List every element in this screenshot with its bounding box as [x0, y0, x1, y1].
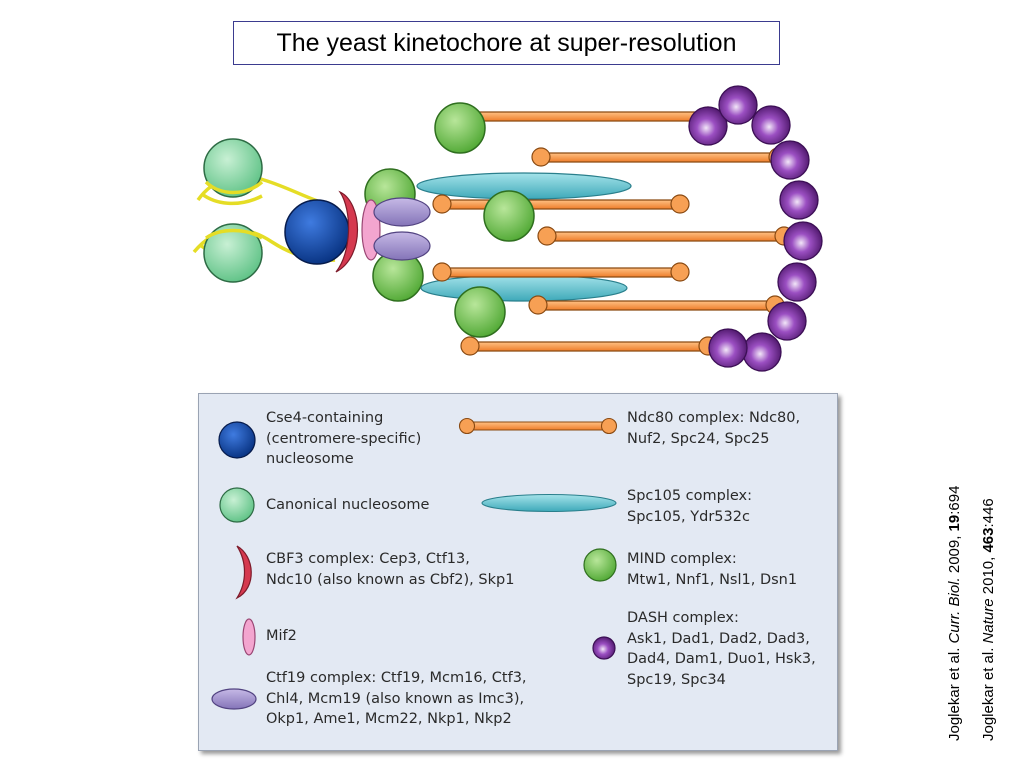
page-title: The yeast kinetochore at super-resolutio…: [233, 21, 780, 65]
spc105-legend-icon: [481, 493, 617, 513]
cse4-legend-icon: [218, 421, 256, 459]
cse4-nucleosome: [284, 199, 350, 265]
spc105-complex: [420, 274, 628, 302]
ctf19-complex: [373, 197, 431, 227]
ndc80-complex: [459, 106, 718, 126]
dash-complex: [767, 301, 807, 341]
ndc80-legend-label: Ndc80 complex: Ndc80, Nuf2, Spc24, Spc25: [627, 410, 801, 447]
canonical-legend-icon: [219, 487, 255, 523]
cbf3-complex: [335, 190, 358, 273]
cbf3-legend-icon: [235, 545, 252, 600]
title-text: The yeast kinetochore at super-resolutio…: [276, 28, 737, 57]
citation-2009: Joglekar et al. Curr. Biol. 2009, 19:694: [946, 485, 963, 741]
dash-complex: [688, 106, 728, 146]
canonical-nucleosome: [203, 223, 263, 283]
dash-complex: [751, 105, 791, 145]
mind-complex: [434, 102, 486, 154]
ctf19-complex: [373, 231, 431, 261]
dash-ring: [688, 85, 823, 372]
dash-legend-label: DASH complex: Ask1, Dad1, Dad2, Dad3, Da…: [627, 610, 816, 688]
cbf3-legend-label: CBF3 complex: Cep3, Ctf13, Ndc10 (also k…: [266, 551, 515, 588]
dash-complex: [718, 85, 758, 125]
mind-complex: [483, 190, 535, 242]
dash-complex: [708, 328, 748, 368]
dash-complex: [783, 221, 823, 261]
mif2-legend-icon: [242, 618, 256, 656]
mind-legend-label: MIND complex: Mtw1, Nnf1, Nsl1, Dsn1: [627, 551, 798, 588]
mif2-legend-label: Mif2: [266, 628, 297, 644]
mind-complex: [454, 286, 506, 338]
canonical-nucleosome: [203, 138, 263, 198]
ndc80-complex: [537, 226, 794, 246]
ctf19-legend-icon: [211, 688, 257, 710]
dash-complex: [770, 140, 810, 180]
spc105-legend-label: Spc105 complex: Spc105, Ydr532c: [627, 488, 752, 525]
ctf19-legend-label: Ctf19 complex: Ctf19, Mcm16, Ctf3, Chl4,…: [266, 670, 527, 727]
ndc80-legend-icon: [458, 417, 618, 435]
dash-complex: [777, 262, 817, 302]
ndc80-complex: [432, 262, 690, 282]
dash-complex: [742, 332, 782, 372]
dash-complex: [779, 180, 819, 220]
citation-2010: Joglekar et al. Nature 2010, 463:446: [980, 498, 997, 741]
cse4-legend-label: Cse4-containing (centromere-specific) nu…: [266, 410, 422, 467]
ndc80-complex: [460, 336, 718, 356]
dash-legend-icon: [592, 636, 616, 660]
mind-legend-icon: [583, 548, 617, 582]
kinetochore-diagram: [192, 85, 823, 372]
canonical-legend-label: Canonical nucleosome: [266, 497, 430, 513]
legend-panel: Cse4-containing (centromere-specific) nu…: [198, 393, 838, 751]
ndc80-complex: [531, 147, 788, 167]
